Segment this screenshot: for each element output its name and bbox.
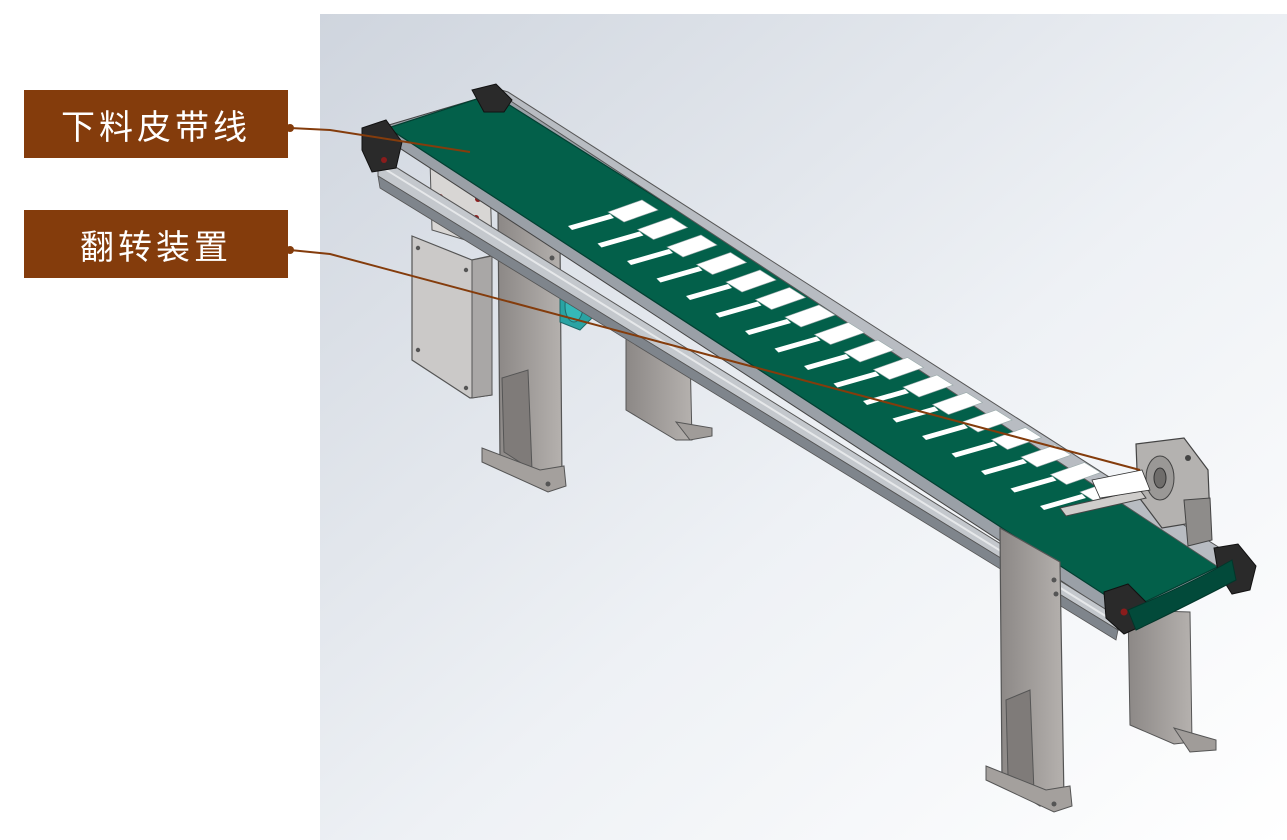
- product-strip: [745, 319, 791, 335]
- product-strip: [686, 284, 732, 300]
- flip-leader-line: [289, 249, 1141, 471]
- product-sheet: [872, 357, 925, 380]
- product-sheet: [902, 374, 954, 398]
- product-sheets: [568, 199, 1131, 510]
- product-sheet: [931, 392, 984, 415]
- product-strip: [656, 266, 703, 283]
- product-sheet: [695, 252, 748, 275]
- front-right-leg: [985, 526, 1073, 813]
- product-strip: [922, 424, 968, 440]
- product-sheet: [813, 322, 866, 345]
- product-strip: [1010, 476, 1057, 493]
- product-sheet: [725, 269, 777, 293]
- end-pulleys: [361, 83, 1257, 635]
- product-strip: [804, 354, 850, 370]
- product-sheet: [636, 217, 689, 240]
- product-sheet: [666, 234, 718, 258]
- product-sheet: [754, 287, 807, 310]
- product-sheet: [990, 427, 1043, 450]
- product-strip: [1040, 494, 1086, 510]
- product-strip: [892, 406, 939, 423]
- product-strip: [568, 214, 614, 230]
- product-strip: [715, 301, 762, 318]
- product-strip: [597, 231, 644, 248]
- product-sheet: [784, 304, 836, 328]
- belt-line-callout: 下料皮带线: [24, 90, 288, 158]
- product-strip: [981, 459, 1027, 475]
- flip-device-label: 翻转装置: [80, 227, 232, 268]
- flip-device: [1059, 437, 1213, 547]
- belt-line-label: 下料皮带线: [61, 107, 251, 148]
- flip-device-callout: 翻转装置: [24, 210, 288, 278]
- product-sheet: [1049, 462, 1102, 485]
- product-strip: [774, 336, 821, 353]
- leader-lines: [286, 124, 1141, 471]
- product-strip: [951, 441, 998, 458]
- product-strip: [627, 249, 673, 265]
- product-sheet: [607, 199, 659, 223]
- belt-leader-line: [289, 127, 471, 153]
- product-sheet: [1020, 444, 1072, 468]
- product-strip: [833, 371, 880, 388]
- product-strip: [863, 389, 909, 405]
- product-sheet: [843, 339, 895, 363]
